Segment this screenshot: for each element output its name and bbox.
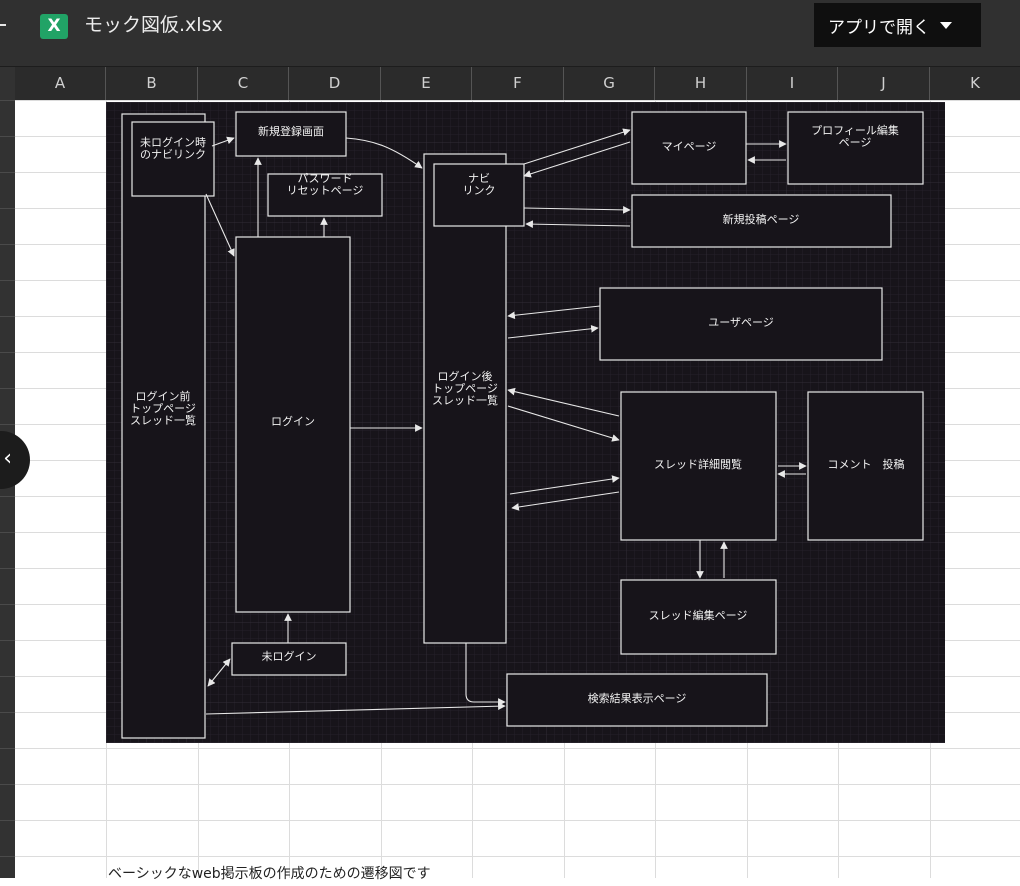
chevron-down-icon bbox=[940, 21, 952, 29]
column-header: A B C D E F G H I J K bbox=[15, 67, 1020, 100]
row-header-divider bbox=[0, 352, 15, 353]
column-header-e[interactable]: E bbox=[381, 67, 472, 100]
login-box bbox=[235, 236, 351, 613]
comment-post-box bbox=[807, 391, 924, 541]
password-reset-box bbox=[267, 173, 383, 217]
row-header-divider bbox=[0, 532, 15, 533]
login-label: ログイン bbox=[271, 414, 315, 428]
profile-edit-box bbox=[787, 111, 924, 185]
row-header-divider bbox=[0, 316, 15, 317]
column-header-k[interactable]: K bbox=[970, 74, 980, 92]
row-gridline bbox=[15, 784, 1020, 785]
row-gridline bbox=[15, 100, 1020, 101]
column-header-j[interactable]: J bbox=[838, 67, 930, 100]
user-page-box bbox=[599, 287, 883, 361]
not-logged-nav-box bbox=[131, 121, 215, 197]
row-header-divider bbox=[0, 280, 15, 281]
thread-edit-box bbox=[620, 579, 777, 655]
post-login-top-label: ログイン後トップページスレッド一覧 bbox=[432, 369, 498, 407]
nav-link-label: ナビリンク bbox=[463, 172, 496, 197]
column-header-b[interactable]: B bbox=[106, 67, 198, 100]
row-header-divider bbox=[0, 712, 15, 713]
nav-link-box bbox=[433, 163, 525, 227]
cell-b-description: ベーシックなweb掲示板の作成のための遷移図です bbox=[108, 866, 431, 882]
comment-post-label: コメント 投稿 bbox=[828, 457, 905, 471]
column-header-c[interactable]: C bbox=[198, 67, 289, 100]
column-header-h[interactable]: H bbox=[655, 67, 747, 100]
new-post-box bbox=[631, 194, 892, 248]
signup-box bbox=[235, 111, 347, 157]
row-header-divider bbox=[0, 568, 15, 569]
row-header-divider bbox=[0, 424, 15, 425]
row-header-divider bbox=[0, 496, 15, 497]
column-header-a[interactable]: A bbox=[15, 67, 106, 100]
excel-file-icon: X bbox=[40, 14, 68, 39]
row-header-divider bbox=[0, 820, 15, 821]
row-header-divider bbox=[0, 640, 15, 641]
mypage-box bbox=[631, 111, 747, 185]
row-gridline bbox=[15, 856, 1020, 857]
user-page-label: ユーザページ bbox=[708, 316, 774, 329]
password-reset-label: パスワードリセットページ bbox=[287, 172, 364, 197]
transition-diagram-image: ログイン前トップページスレッド一覧 未ログイン時のナビリンク 新規登録画面パスワード… bbox=[106, 102, 945, 743]
post-login-top-box bbox=[423, 153, 507, 644]
new-post-label: 新規投稿ページ bbox=[723, 212, 800, 226]
chevron-left-icon: ‹ bbox=[3, 446, 12, 471]
row-gridline bbox=[15, 820, 1020, 821]
column-header-g[interactable]: G bbox=[564, 67, 655, 100]
row-header-divider bbox=[0, 748, 15, 749]
row-header-divider bbox=[0, 604, 15, 605]
row-header-divider bbox=[0, 388, 15, 389]
thread-edit-label: スレッド編集ページ bbox=[649, 608, 748, 622]
spreadsheet-grid[interactable]: A B C D E F G H I J K bbox=[0, 67, 1020, 882]
row-header-divider bbox=[0, 784, 15, 785]
open-in-app-button[interactable]: アプリで開く bbox=[814, 3, 981, 47]
not-logged-label: 未ログイン bbox=[262, 649, 317, 663]
column-header-d[interactable]: D bbox=[289, 67, 381, 100]
previous-arrow-button[interactable]: ‹ bbox=[0, 431, 30, 489]
profile-edit-label: プロフィール編集ページ bbox=[811, 123, 899, 149]
back-icon[interactable] bbox=[0, 24, 6, 26]
search-results-label: 検索結果表示ページ bbox=[588, 691, 687, 705]
row-header-divider bbox=[0, 676, 15, 677]
not-logged-box bbox=[231, 642, 347, 676]
search-results-box bbox=[506, 673, 768, 727]
row-header-divider bbox=[0, 208, 15, 209]
app-header: X モック図仮.xlsx アプリで開く bbox=[0, 0, 1020, 67]
thread-detail-label: スレッド詳細閲覧 bbox=[654, 457, 742, 471]
row-header-divider bbox=[0, 136, 15, 137]
row-gridline bbox=[15, 748, 1020, 749]
thread-detail-box bbox=[620, 391, 777, 541]
column-header-i[interactable]: I bbox=[747, 67, 838, 100]
row-header-divider bbox=[0, 856, 15, 857]
signup-label: 新規登録画面 bbox=[258, 124, 324, 138]
pre-login-top-label: ログイン前トップページスレッド一覧 bbox=[130, 389, 196, 427]
not-logged-nav-label: 未ログイン時のナビリンク bbox=[140, 135, 206, 161]
file-title: モック図仮.xlsx bbox=[84, 14, 223, 36]
row-header-divider bbox=[0, 244, 15, 245]
row-header-divider bbox=[0, 172, 15, 173]
pre-login-top-box bbox=[121, 113, 206, 739]
mypage-label: マイページ bbox=[662, 140, 717, 153]
column-header-f[interactable]: F bbox=[472, 67, 564, 100]
open-in-app-label: アプリで開く bbox=[828, 17, 930, 38]
row-header-divider bbox=[0, 100, 15, 101]
